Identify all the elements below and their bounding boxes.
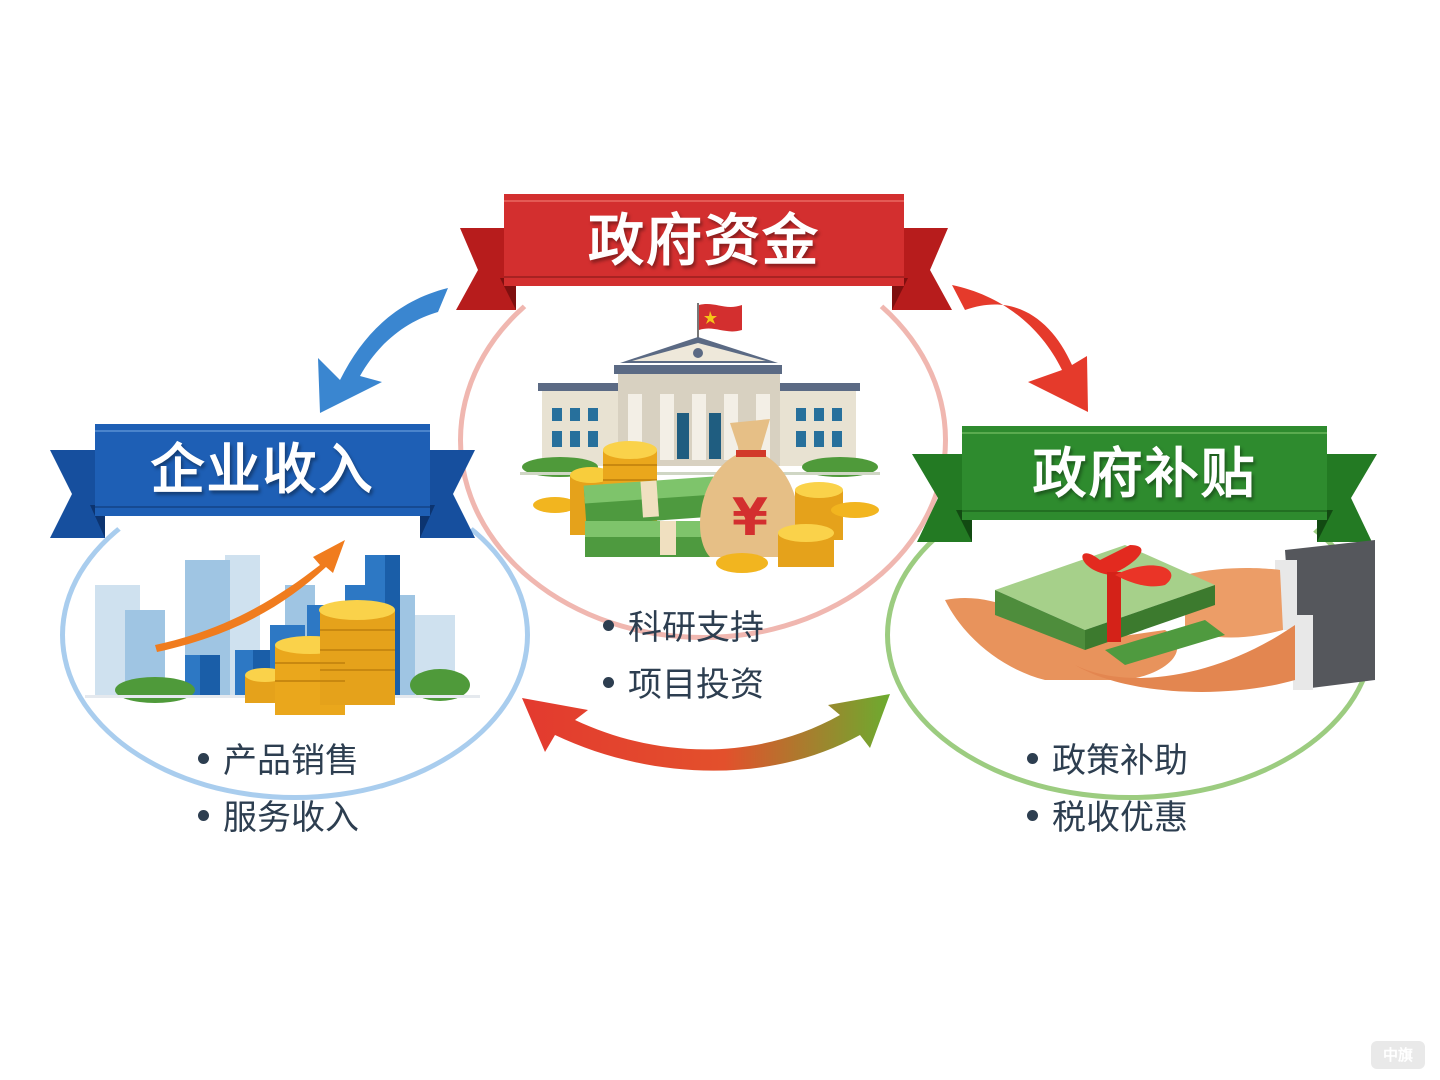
svg-text:¥: ¥ (732, 488, 768, 548)
bullet-dot-icon (1027, 753, 1038, 764)
gov-subsidy-ribbon: 政府补贴 (912, 422, 1377, 548)
bullet-dot-icon (198, 753, 209, 764)
gov-subsidy-bullets: 政策补助 税收优惠 (1027, 733, 1188, 847)
gov-funds-ring (458, 240, 948, 640)
gift-bow-icon (1082, 545, 1172, 642)
bullet-item: 科研支持 (603, 600, 764, 657)
enterprise-income-title: 企业收入 (150, 438, 375, 501)
growth-arrow-icon (155, 540, 345, 652)
hands-giving-money-illustration (945, 540, 1375, 692)
gov-funds-title: 政府资金 (588, 209, 820, 274)
gov-subsidy-title: 政府补贴 (1032, 442, 1257, 505)
government-building-illustration: ¥ (520, 303, 880, 573)
enterprise-income-ring (60, 470, 530, 800)
double-arrow-income-subsidy-icon (522, 694, 890, 771)
gov-funds-bullets: 科研支持 项目投资 (603, 600, 764, 714)
bullet-dot-icon (1027, 810, 1038, 821)
yuan-money-bag-icon: ¥ (700, 419, 800, 557)
bullet-item: 产品销售 (198, 733, 359, 790)
arrow-funds-to-subsidy-icon (952, 285, 1088, 412)
bullet-item: 政策补助 (1027, 733, 1188, 790)
enterprise-income-ribbon: 企业收入 (50, 420, 475, 545)
bullet-dot-icon (198, 810, 209, 821)
city-growth-illustration (85, 540, 480, 715)
bullet-dot-icon (603, 677, 614, 688)
gov-funds-ribbon: 政府资金 (456, 190, 952, 316)
coin-stack-icon (245, 600, 395, 715)
watermark-badge: 中旗 (1371, 1041, 1425, 1069)
arrow-funds-to-income-icon (318, 288, 448, 413)
bullet-dot-icon (603, 620, 614, 631)
bullet-item: 服务收入 (198, 790, 359, 847)
cash-stack-icon (583, 476, 725, 557)
enterprise-income-bullets: 产品销售 服务收入 (198, 733, 359, 847)
bullet-item: 项目投资 (603, 657, 764, 714)
bullet-item: 税收优惠 (1027, 790, 1188, 847)
